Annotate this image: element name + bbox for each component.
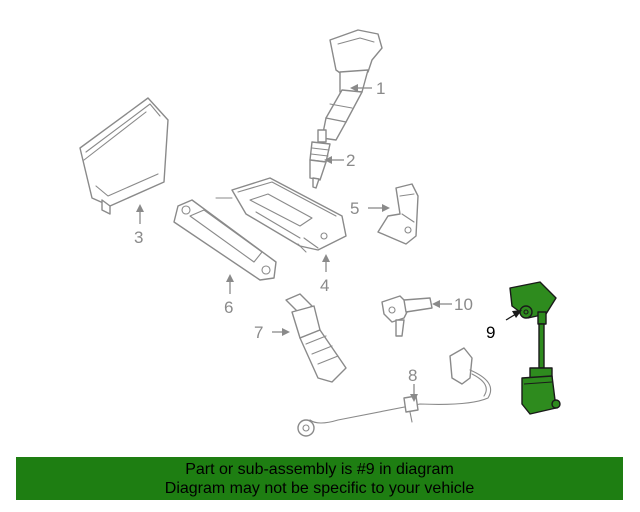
callout-9-leader: [505, 310, 522, 321]
part-7-solenoid-valve[interactable]: [285, 293, 347, 383]
part-1-ignition-coil[interactable]: [321, 29, 383, 141]
callout-8[interactable]: 8: [408, 366, 417, 385]
callout-10-leader: [432, 300, 452, 308]
callout-6[interactable]: 6: [224, 298, 233, 317]
callout-5[interactable]: 5: [350, 199, 359, 218]
parts-diagram: 1 2 3 4: [79, 29, 561, 437]
part-9-height-sensor[interactable]: [509, 281, 561, 415]
callout-8-leader: [410, 384, 418, 402]
callout-7-leader: [272, 328, 290, 336]
part-6-gasket-plate[interactable]: [173, 199, 277, 281]
callout-7[interactable]: 7: [254, 323, 263, 342]
callout-2[interactable]: 2: [346, 151, 355, 170]
part-3-control-module[interactable]: [79, 97, 169, 215]
part-10-position-sensor[interactable]: [381, 295, 433, 337]
banner-line-disclaimer: Diagram may not be specific to your vehi…: [164, 480, 475, 497]
callout-4-leader: [322, 254, 330, 272]
callout-6-leader: [226, 274, 234, 294]
part-4-intake-housing[interactable]: [215, 177, 347, 253]
part-2-spark-plug[interactable]: [309, 129, 331, 189]
part-5-bracket[interactable]: [377, 183, 419, 245]
callout-10[interactable]: 10: [454, 295, 473, 314]
callout-2-leader: [324, 156, 344, 164]
callout-3[interactable]: 3: [134, 228, 143, 247]
callout-9[interactable]: 9: [486, 323, 495, 342]
callout-5-leader: [368, 204, 390, 212]
callout-4[interactable]: 4: [320, 276, 329, 295]
part-info-banner: Part or sub-assembly is #9 in diagram Di…: [16, 457, 623, 500]
banner-line-part: Part or sub-assembly is #9 in diagram: [185, 461, 454, 478]
callout-1[interactable]: 1: [376, 79, 385, 98]
part-8-knock-sensor[interactable]: [297, 347, 492, 437]
callout-1-leader: [350, 84, 372, 92]
callout-3-leader: [136, 204, 144, 224]
